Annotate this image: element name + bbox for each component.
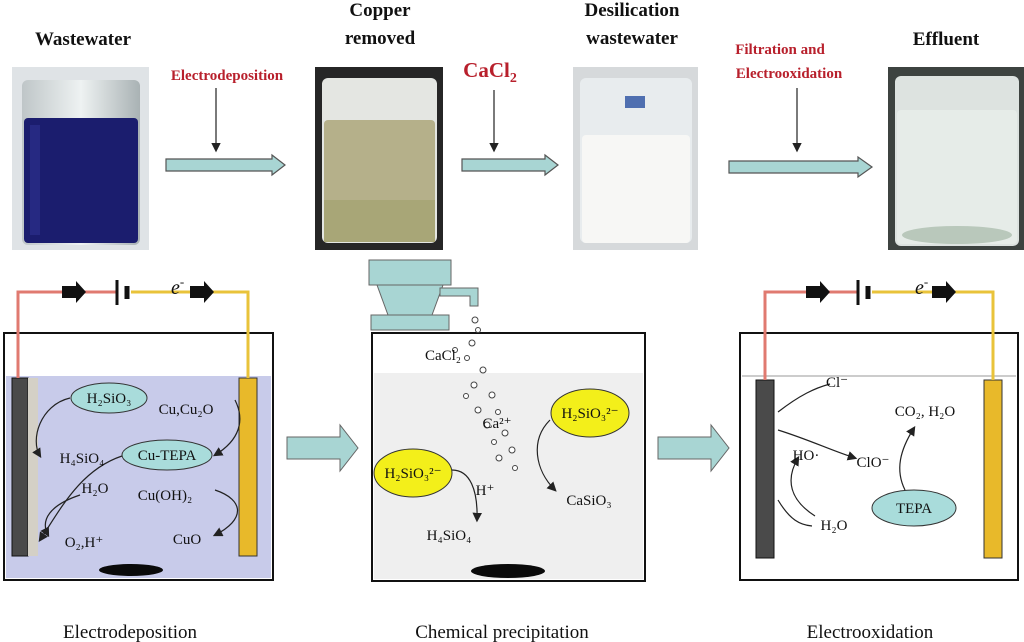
caption-electrodeposition: Electrodeposition xyxy=(63,622,198,642)
species-cuo: CuO xyxy=(173,532,202,548)
electron-label-cell3: e- xyxy=(915,274,928,299)
species-casio3: CaSiO₃ xyxy=(566,493,611,509)
beaker-wastewater xyxy=(12,67,149,250)
step-electrodeposition: Electrodeposition xyxy=(171,68,284,84)
label-wastewater: Wastewater xyxy=(35,29,132,50)
species-tepa: TEPA xyxy=(896,501,932,517)
cell-chemical-precipitation xyxy=(368,259,646,582)
species-hplus: H⁺ xyxy=(476,483,495,499)
species-h2o-cell3: H₂O xyxy=(821,518,848,534)
species-cacl2-cell2: CaCl₂ xyxy=(425,348,461,364)
species-cuoh2: Cu(OH)₂ xyxy=(138,488,192,504)
species-o2-h: O₂,H⁺ xyxy=(65,535,104,551)
flow-arrow-2 xyxy=(461,153,559,177)
step-cacl2: CaCl2 xyxy=(463,58,517,86)
label-desilication-2: wastewater xyxy=(586,28,678,49)
label-copper-removed-1: Copper xyxy=(349,0,411,21)
species-co2-h2o: CO₂, H₂O xyxy=(895,404,956,420)
caption-chemical-precipitation: Chemical precipitation xyxy=(415,622,589,642)
beaker-copper-removed xyxy=(315,67,443,250)
electron-label-cell1: e- xyxy=(171,274,184,299)
beaker-effluent xyxy=(888,67,1024,250)
species-h2sio3-top: H₂SiO₃²⁻ xyxy=(561,406,618,422)
step-filtration-2: Electrooxidation xyxy=(736,66,843,82)
species-cu-tepa: Cu-TEPA xyxy=(138,448,197,464)
species-ho: HO· xyxy=(793,448,820,464)
species-h2o-cell1: H₂O xyxy=(82,481,109,497)
label-effluent: Effluent xyxy=(913,29,980,50)
beaker-desilication xyxy=(573,67,698,250)
step-filtration-1: Filtration and xyxy=(735,42,825,58)
species-clo: ClO⁻ xyxy=(857,455,890,471)
species-h2sio3-cell1: H₂SiO₃ xyxy=(87,391,132,407)
flow-arrow-3 xyxy=(728,155,874,179)
cell-electrodeposition xyxy=(3,280,274,581)
disk-cell1 xyxy=(99,564,163,576)
disk-cell2 xyxy=(471,564,545,578)
species-ca2: Ca²⁺ xyxy=(482,416,511,432)
label-desilication-1: Desilication xyxy=(585,0,680,21)
species-h4sio4-cell1: H₄SiO₄ xyxy=(60,451,105,467)
flow-arrow-1 xyxy=(165,153,286,177)
flow-arrow-cells-2 xyxy=(657,423,730,473)
flow-arrow-cells-1 xyxy=(286,423,359,473)
species-h4sio4-cell2: H₄SiO₄ xyxy=(427,528,472,544)
species-h2sio3-left: H₂SiO₃²⁻ xyxy=(384,466,441,482)
caption-electrooxidation: Electrooxidation xyxy=(807,622,934,642)
label-copper-removed-2: removed xyxy=(345,28,416,49)
species-cu-cu2o: Cu,Cu₂O xyxy=(159,402,214,418)
cell-electrooxidation xyxy=(739,280,1019,581)
species-cl: Cl⁻ xyxy=(826,375,848,391)
